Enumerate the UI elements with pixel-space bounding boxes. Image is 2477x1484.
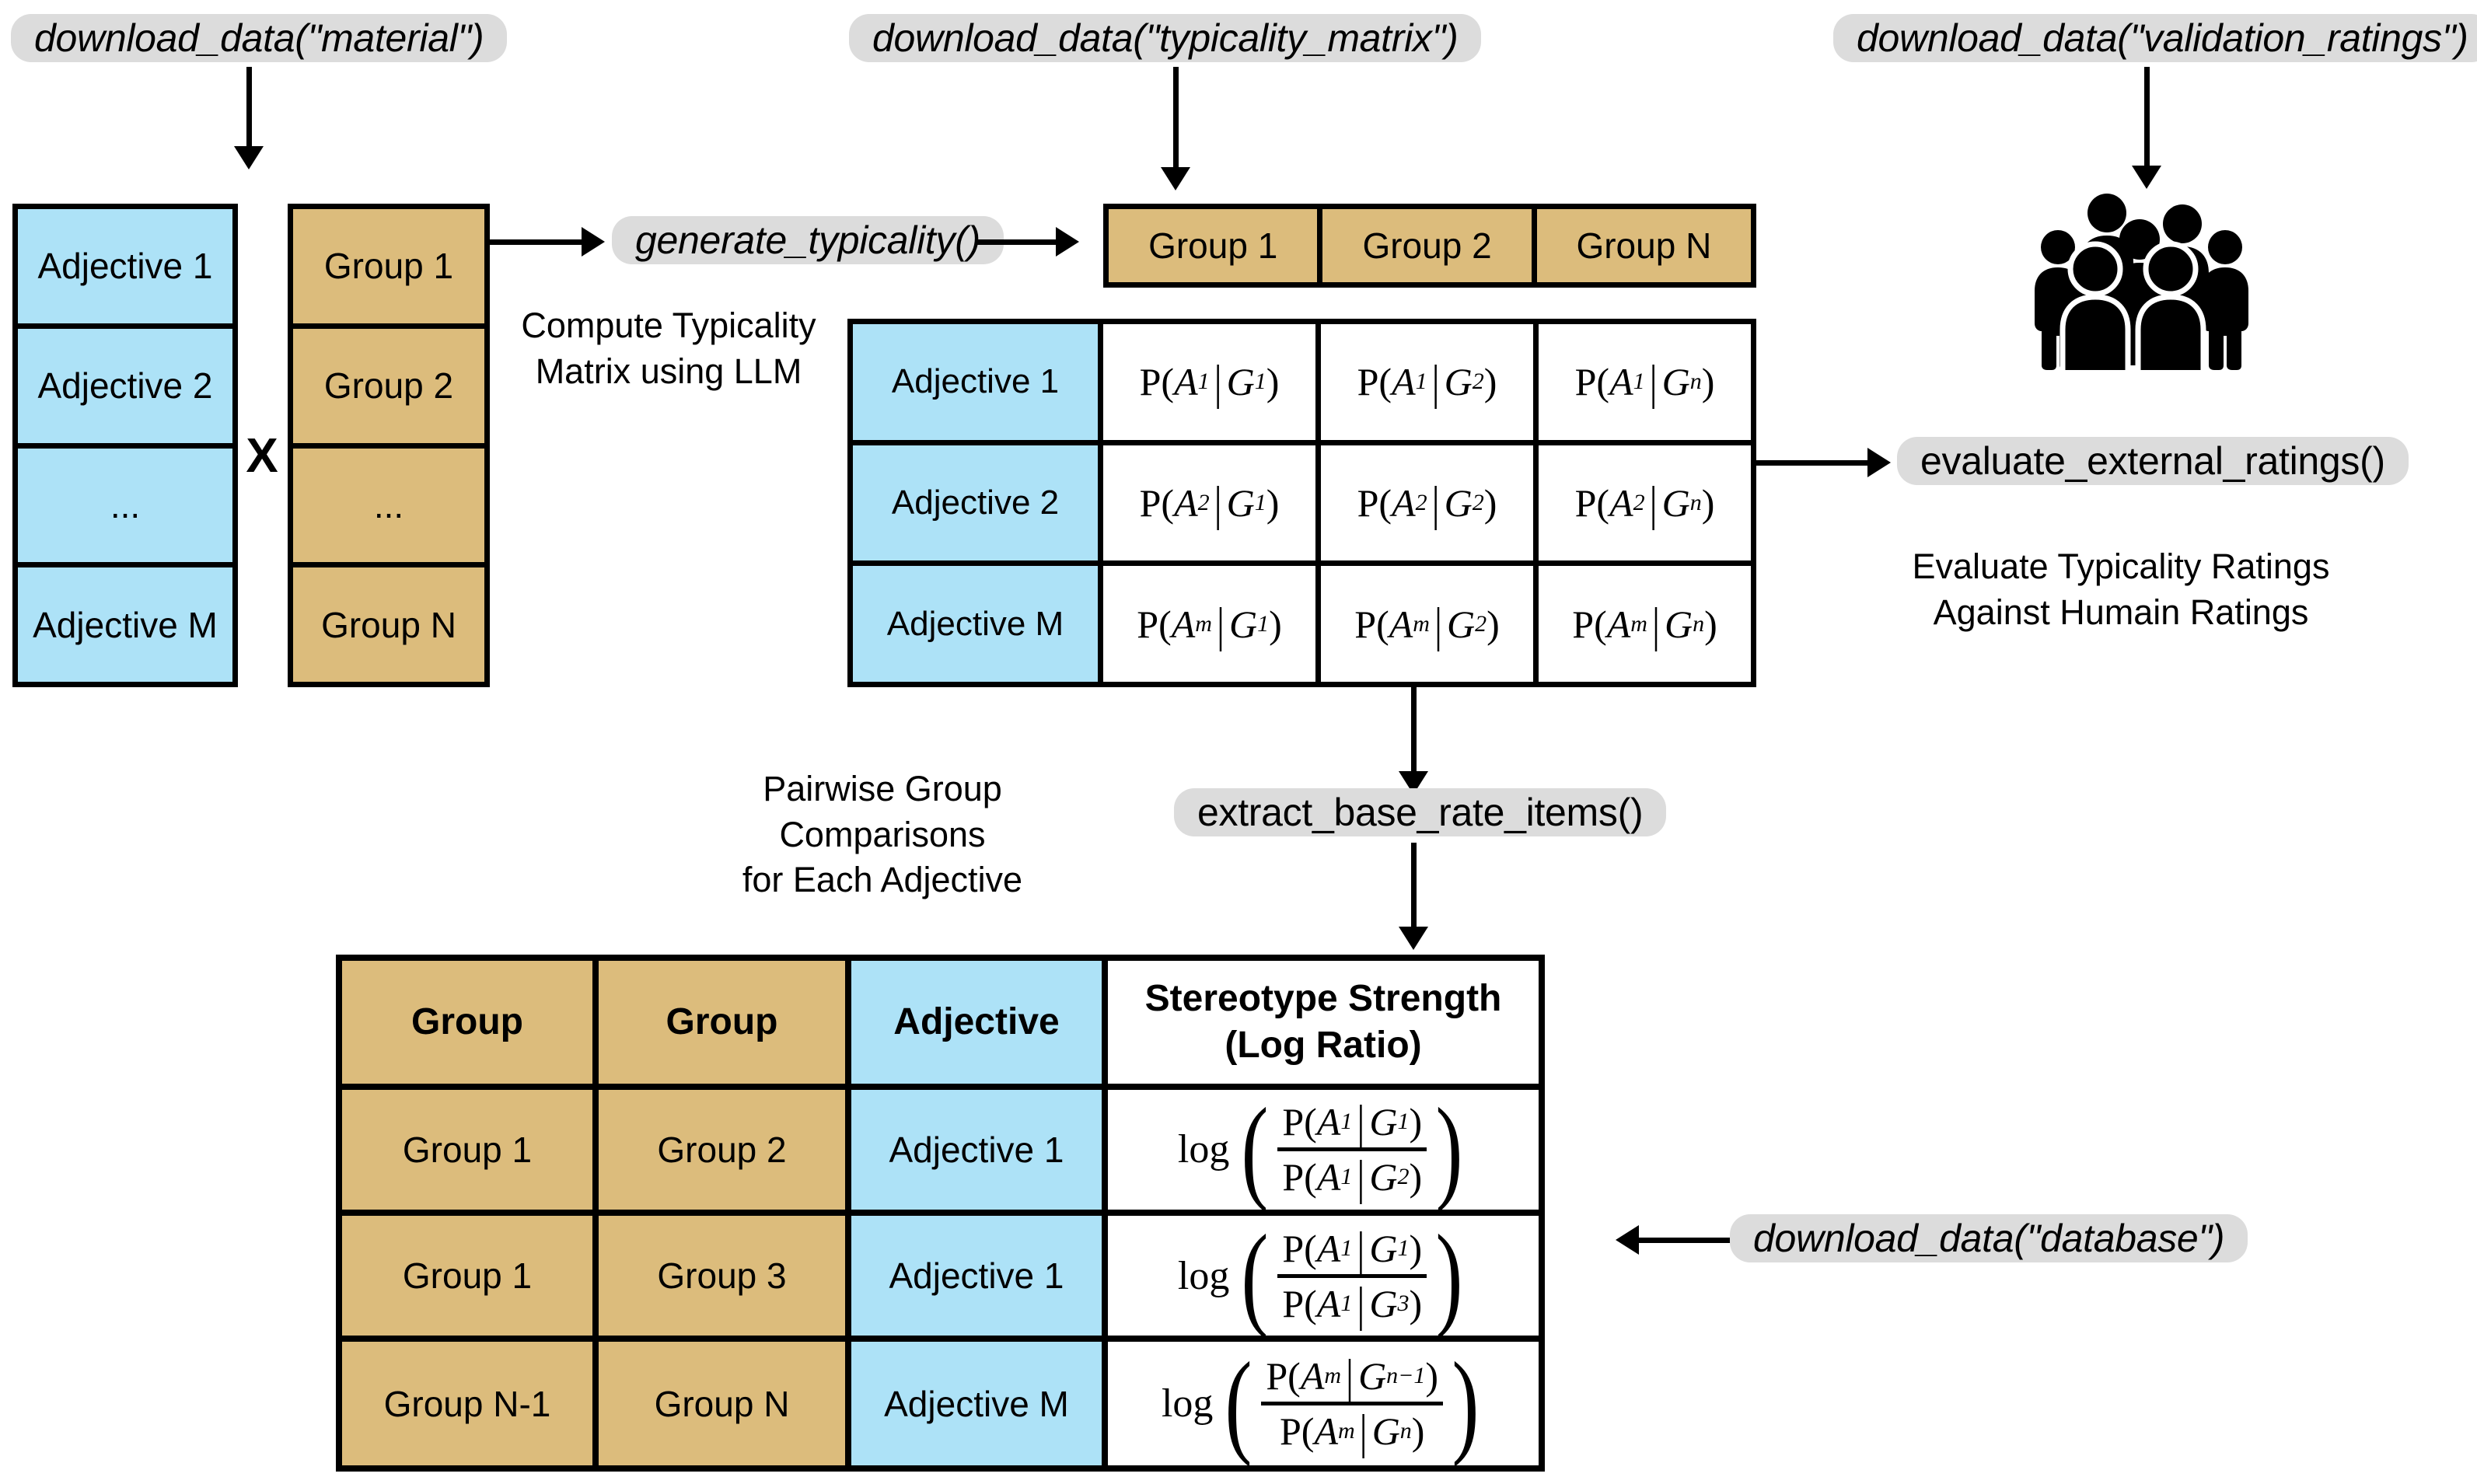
base-rate-table: Group Group Adjective Stereotype Strengt…	[336, 955, 1545, 1472]
arrow-matrix-to-evaluate-head	[1867, 448, 1891, 477]
cell-group-b: Group N	[599, 1342, 851, 1466]
arrow-validation-shaft	[2144, 67, 2150, 168]
arrow-extract-to-table-shaft	[1411, 843, 1417, 928]
arrow-matrix-to-evaluate-shaft	[1756, 460, 1869, 466]
arrow-typicality-head	[1161, 167, 1190, 190]
adjective-stack-item: Adjective 2	[18, 328, 232, 449]
cross-product-operator: X	[246, 429, 278, 483]
matrix-col-header: Group 1	[1109, 209, 1323, 282]
matrix-row-label: Adjective 2	[853, 445, 1103, 561]
table-header-group-b: Group	[599, 961, 851, 1084]
cell-adjective: Adjective 1	[851, 1216, 1108, 1336]
group-stack-item: Group 1	[293, 209, 484, 329]
group-stack-item: ...	[293, 448, 484, 568]
cell-adjective: Adjective M	[851, 1342, 1108, 1466]
table-header-row: Group Group Adjective Stereotype Strengt…	[342, 961, 1539, 1090]
cell-group-a: Group 1	[342, 1216, 599, 1336]
table-header-adjective: Adjective	[851, 961, 1108, 1084]
arrow-typicality-shaft	[1173, 67, 1179, 169]
matrix-col-header: Group 2	[1322, 209, 1537, 282]
arrow-to-generate-shaft	[490, 239, 583, 245]
caption-evaluate-ratings: Evaluate Typicality Ratings Against Huma…	[1912, 546, 2330, 632]
adjective-stack-item: Adjective 1	[18, 209, 232, 329]
group-stack-item: Group 2	[293, 328, 484, 449]
chip-download-validation-ratings[interactable]: download_data("validation_ratings")	[1833, 14, 2477, 62]
arrow-database-head	[1616, 1225, 1639, 1255]
chip-download-database[interactable]: download_data("database")	[1730, 1214, 2248, 1262]
adjective-stack-item: Adjective M	[18, 567, 232, 682]
cell-adjective: Adjective 1	[851, 1089, 1108, 1210]
cell-group-a: Group N-1	[342, 1342, 599, 1466]
arrow-to-generate-head	[582, 227, 605, 257]
arrow-extract-to-table-head	[1399, 927, 1428, 950]
adjective-stack: Adjective 1 Adjective 2 ... Adjective M	[12, 204, 238, 687]
adjective-stack-item: ...	[18, 448, 232, 568]
caption-pairwise-comparisons: Pairwise Group Comparisons for Each Adje…	[742, 769, 1023, 899]
arrow-generate-to-matrix-shaft	[976, 239, 1057, 245]
arrow-matrix-to-extract-shaft	[1411, 687, 1417, 773]
people-group-icon	[2021, 191, 2262, 370]
caption-compute-typicality: Compute Typicality Matrix using LLM	[521, 306, 816, 391]
matrix-row-label: Adjective 1	[853, 324, 1103, 440]
table-header-stereotype-strength: Stereotype Strength (Log Ratio)	[1108, 961, 1539, 1084]
arrow-material-shaft	[246, 67, 252, 148]
chip-download-typicality-matrix[interactable]: download_data("typicality_matrix")	[849, 14, 1482, 62]
typicality-matrix-header: Group 1 Group 2 Group N	[1103, 204, 1756, 288]
chip-generate-typicality[interactable]: generate_typicality()	[612, 216, 1004, 264]
group-stack-item: Group N	[293, 567, 484, 682]
table-header-group-a: Group	[342, 961, 599, 1084]
group-stack: Group 1 Group 2 ... Group N	[288, 204, 490, 687]
arrow-validation-head	[2132, 166, 2161, 189]
arrow-material-head	[234, 146, 264, 169]
chip-download-material[interactable]: download_data("material")	[11, 14, 508, 62]
cell-group-b: Group 2	[599, 1089, 851, 1210]
log-label: log	[1177, 1127, 1230, 1172]
log-label: log	[1177, 1253, 1230, 1298]
log-label: log	[1161, 1381, 1214, 1426]
arrow-generate-to-matrix-head	[1056, 227, 1079, 257]
matrix-row-label: Adjective M	[853, 566, 1103, 683]
matrix-col-header: Group N	[1536, 209, 1751, 282]
chip-evaluate-external-ratings[interactable]: evaluate_external_ratings()	[1897, 437, 2409, 485]
cell-group-a: Group 1	[342, 1089, 599, 1210]
cell-group-b: Group 3	[599, 1216, 851, 1336]
arrow-database-shaft	[1639, 1238, 1732, 1243]
chip-extract-base-rate-items[interactable]: extract_base_rate_items()	[1174, 788, 1667, 836]
